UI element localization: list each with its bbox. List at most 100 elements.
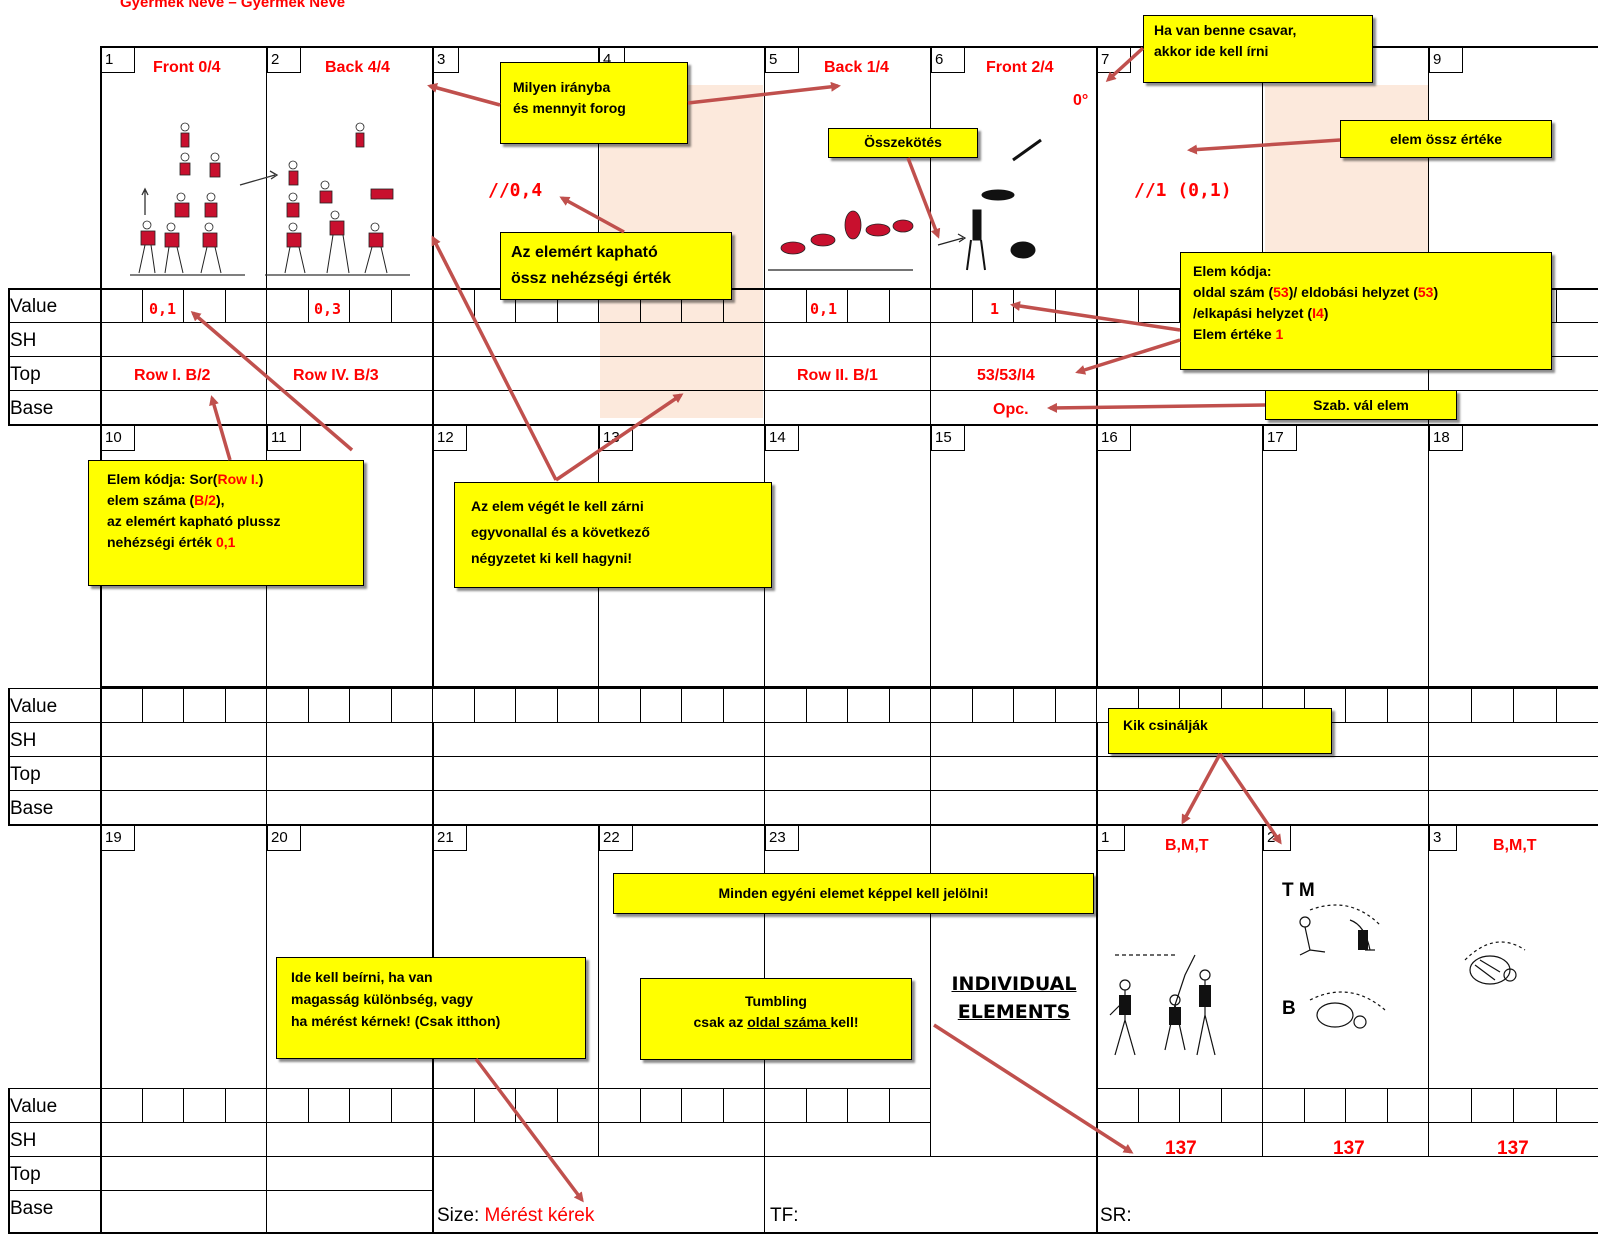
grid-line-v — [1013, 288, 1014, 322]
grid-line-v — [1179, 688, 1180, 722]
grid-line-v — [1096, 424, 1098, 686]
grid-line-v — [1428, 688, 1429, 722]
grid-line-v — [100, 46, 102, 424]
grid-line-v — [1428, 424, 1429, 686]
individual-figure-2 — [1299, 904, 1386, 1029]
note-direction-l2: és mennyit forog — [513, 100, 626, 116]
grid-line-v — [889, 288, 890, 322]
grid-line-v — [557, 1088, 558, 1122]
top-cell1: Row I. B/2 — [134, 367, 211, 384]
grid-line-h — [8, 1156, 1598, 1157]
grid-line-v — [391, 288, 392, 322]
grid-line-v — [432, 1088, 434, 1232]
cell-number-9: 9 — [1429, 47, 1463, 73]
individual-elements-title: INDIVIDUAL ELEMENTS — [949, 970, 1079, 1026]
grid-line-v — [681, 288, 682, 322]
figure-label-tm: T M — [1282, 880, 1315, 901]
label-twist-degree: 0° — [1073, 92, 1089, 109]
row-label-sh-2: SH — [10, 730, 37, 751]
note-code-l2c: )/ eldobási helyzet ( — [1288, 284, 1418, 300]
grid-line-v — [391, 688, 392, 722]
grid-line-v — [266, 824, 267, 1088]
note-height-l1: Ide kell beírni, ha van — [291, 969, 433, 985]
tf-label: TF: — [770, 1205, 799, 1226]
note-code-l3a: /elkapási helyzet ( — [1193, 305, 1313, 321]
note-height: Ide kell beírni, ha van magasság különbs… — [276, 957, 586, 1059]
grid-line-v — [8, 288, 10, 424]
grid-line-v — [391, 1088, 392, 1122]
cell-number-26: 3 — [1429, 825, 1457, 851]
size-label: Size: — [437, 1205, 480, 1226]
grid-line-v — [806, 288, 807, 322]
grid-line-h — [8, 424, 1598, 426]
grid-line-v — [930, 722, 931, 824]
grid-line-v — [1221, 1088, 1222, 1122]
arrow-row-code-top — [209, 395, 232, 461]
cell-number-7: 7 — [1097, 47, 1131, 73]
grid-line-v — [640, 1088, 641, 1122]
individual-sh2: 137 — [1333, 1138, 1365, 1159]
note-row-code-l2c: ), — [215, 492, 225, 508]
grid-line-h — [8, 756, 1598, 757]
grid-line-v — [474, 1088, 475, 1122]
size-value: Mérést kérek — [484, 1205, 595, 1226]
grid-line-v — [847, 688, 848, 722]
note-code-l2d: 53 — [1417, 284, 1434, 300]
note-code-l2: oldal szám (53)/ eldobási helyzet (53) — [1193, 282, 1539, 303]
note-close-l1: Az elem végét le kell zárni — [471, 498, 644, 514]
note-height-l2: magasság különbség, vagy — [291, 991, 474, 1007]
row-label-base-3: Base — [10, 1198, 54, 1219]
note-row-code-l1b: Row I. — [217, 471, 259, 487]
individual-title-line2: ELEMENTS — [957, 1001, 1071, 1023]
grid-line-v — [515, 688, 516, 722]
grid-line-v — [598, 688, 599, 722]
grid-line-v — [1096, 288, 1098, 424]
row-label-top-2: Top — [10, 764, 41, 785]
note-row-code-l3: az elemért kapható plussz — [107, 513, 281, 529]
grid-line-v — [349, 688, 350, 722]
label-back-4-4: Back 4/4 — [325, 59, 390, 76]
grid-line-v — [308, 288, 309, 322]
note-picture: Minden egyéni elemet képpel kell jelölni… — [613, 873, 1094, 914]
individual-title-line1: INDIVIDUAL — [951, 973, 1077, 995]
grid-line-v — [847, 1088, 848, 1122]
cell-number-20: 20 — [267, 825, 301, 851]
grid-line-v — [8, 688, 10, 824]
grid-line-v — [1221, 688, 1222, 722]
note-row-code: Elem kódja: Sor(Row I.) elem száma (B/2)… — [88, 460, 364, 586]
label-back-1-4: Back 1/4 — [824, 59, 889, 76]
grid-line-v — [557, 688, 558, 722]
grid-line-v — [1471, 1088, 1472, 1122]
note-tumbling-l2c: kell! — [830, 1014, 859, 1030]
grid-line-v — [1179, 1088, 1180, 1122]
grid-line-v — [432, 424, 434, 686]
note-code-l2e: ) — [1433, 284, 1439, 300]
cell-number-22: 22 — [599, 825, 633, 851]
grid-line-v — [1262, 424, 1263, 686]
cell-number-25: 2 — [1263, 825, 1291, 851]
grid-line-h — [8, 390, 1598, 391]
grid-line-v — [142, 688, 143, 722]
note-code-l4: Elem értéke 1 — [1193, 324, 1539, 345]
grid-line-v — [1556, 1088, 1557, 1122]
cell-number-3: 3 — [433, 47, 459, 73]
grid-line-v — [308, 1088, 309, 1122]
grid-line-v — [930, 688, 931, 722]
grid-line-v — [432, 722, 434, 824]
grid-line-h — [8, 1122, 930, 1123]
grid-line-v — [515, 1088, 516, 1122]
grid-line-v — [972, 688, 973, 722]
grid-line-v — [598, 46, 599, 288]
individual-figure-3 — [1464, 941, 1526, 985]
value-cell2: 0,3 — [314, 300, 342, 318]
cell-number-5: 5 — [765, 47, 799, 73]
grid-line-v — [640, 688, 641, 722]
cell-number-16: 16 — [1097, 425, 1131, 451]
individual-sh1: 137 — [1165, 1138, 1197, 1159]
size-field[interactable]: Size: Mérést kérek — [437, 1205, 594, 1227]
grid-line-v — [889, 1088, 890, 1122]
row-label-value-2: Value — [10, 696, 58, 717]
note-total-value: elem össz értéke — [1340, 120, 1552, 158]
grid-line-v — [1138, 288, 1139, 322]
note-row-code-l1: Elem kódja: Sor(Row I.) — [107, 469, 345, 490]
